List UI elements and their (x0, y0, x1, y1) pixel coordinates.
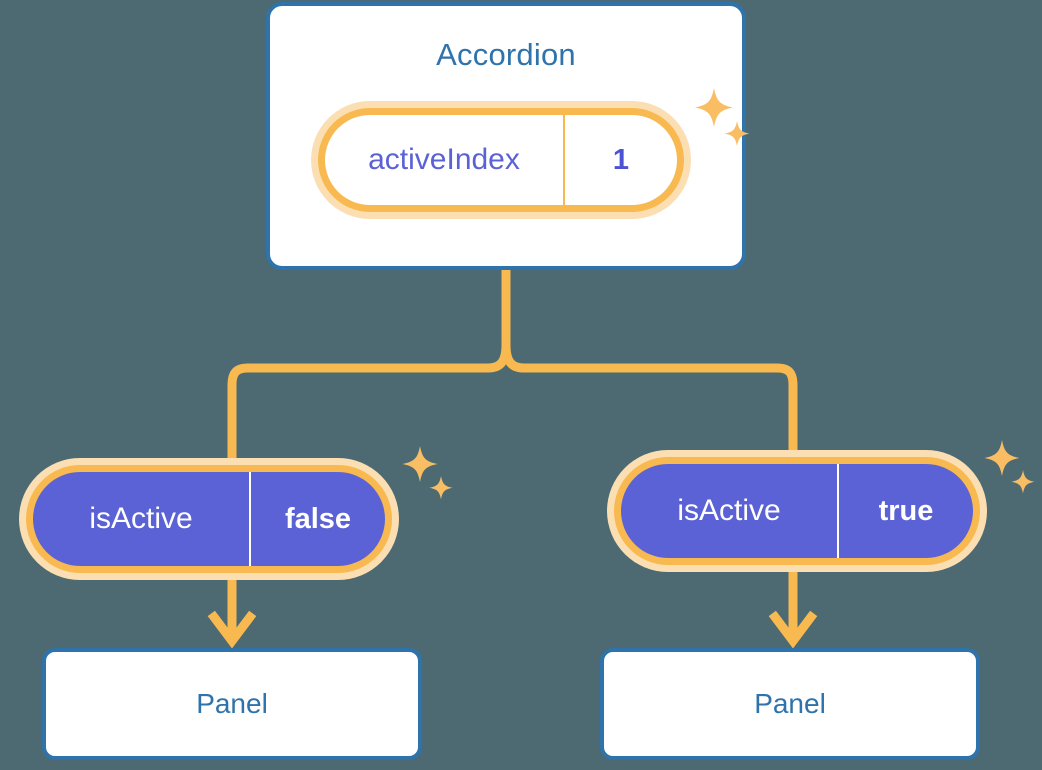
pill-body: activeIndex 1 (325, 115, 677, 205)
prop-value-label: false (284, 502, 352, 535)
pill-ring: isActive false (26, 465, 392, 573)
prop-key-label: isActive (621, 464, 839, 558)
pill-body: isActive false (33, 472, 385, 566)
prop-pill-left[interactable]: isActive false (19, 458, 399, 580)
panel-title: Panel (196, 688, 268, 719)
component-card-panel-left[interactable]: Panel (42, 648, 422, 760)
arrow-down-icon-right (768, 572, 818, 649)
sparkle-icon-right (984, 440, 1035, 494)
pill-halo: isActive true (607, 450, 987, 572)
connector-root-to-left (227, 265, 511, 475)
component-title: Accordion (436, 37, 576, 72)
connector-root-to-right (501, 265, 798, 467)
state-pill-active-index[interactable]: activeIndex 1 (311, 101, 691, 219)
arrow-down-icon-left (207, 580, 257, 649)
pill-halo: activeIndex 1 (311, 101, 691, 219)
pill-ring: isActive true (614, 457, 980, 565)
state-key-label: activeIndex (325, 115, 565, 205)
pill-ring: activeIndex 1 (318, 108, 684, 212)
pill-body: isActive true (621, 464, 973, 558)
prop-value-label: true (878, 494, 934, 527)
prop-pill-right[interactable]: isActive true (607, 450, 987, 572)
panel-title: Panel (754, 688, 826, 719)
prop-key-label: isActive (33, 472, 251, 566)
sparkle-icon-left (402, 446, 453, 500)
component-card-panel-right[interactable]: Panel (600, 648, 980, 760)
pill-halo: isActive false (19, 458, 399, 580)
state-value-label: 1 (612, 143, 630, 176)
